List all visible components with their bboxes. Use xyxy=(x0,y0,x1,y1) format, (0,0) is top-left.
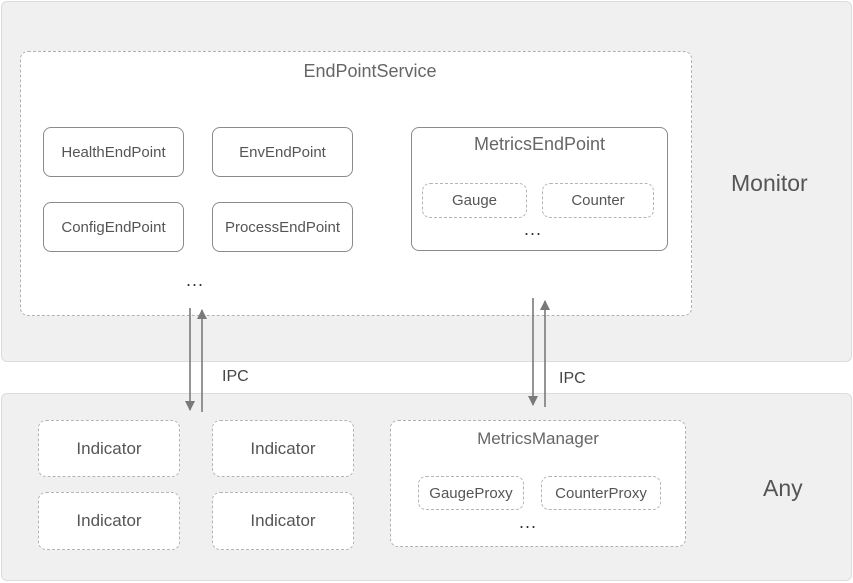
gauge-proxy-label: GaugeProxy xyxy=(429,484,513,502)
indicator-box: Indicator xyxy=(212,420,354,477)
gauge-box: Gauge xyxy=(422,183,527,218)
monitor-label: Monitor xyxy=(731,170,808,196)
endpoint-service-ellipsis: ... xyxy=(186,270,205,290)
health-endpoint-box: HealthEndPoint xyxy=(43,127,184,177)
indicator-box: Indicator xyxy=(38,492,180,550)
endpoint-service-title: EndPointService xyxy=(303,61,437,81)
ipc-label-left: IPC xyxy=(222,368,249,385)
health-endpoint-label: HealthEndPoint xyxy=(61,143,166,161)
any-label: Any xyxy=(763,475,803,501)
gauge-proxy-box: GaugeProxy xyxy=(418,476,524,510)
gauge-label: Gauge xyxy=(451,192,498,209)
counter-proxy-label: CounterProxy xyxy=(555,484,647,502)
counter-label: Counter xyxy=(571,192,625,209)
env-endpoint-box: EnvEndPoint xyxy=(212,127,353,177)
ipc-label-right: IPC xyxy=(559,370,586,387)
env-endpoint-label: EnvEndPoint xyxy=(239,143,326,161)
metrics-manager-title: MetricsManager xyxy=(477,429,599,448)
process-endpoint-label: ProcessEndPoint xyxy=(224,218,341,236)
config-endpoint-label: ConfigEndPoint xyxy=(61,218,166,236)
indicator-label: Indicator xyxy=(76,511,142,530)
indicator-box: Indicator xyxy=(38,420,180,477)
indicator-label: Indicator xyxy=(250,511,316,530)
indicator-label: Indicator xyxy=(76,438,142,458)
indicator-box: Indicator xyxy=(212,492,354,550)
arrowhead-up-icon xyxy=(540,300,550,310)
arrowhead-up-icon xyxy=(197,309,207,319)
metrics-manager-ellipsis: ... xyxy=(519,512,538,532)
metrics-endpoint-title: MetricsEndPoint xyxy=(473,134,606,154)
process-endpoint-box: ProcessEndPoint xyxy=(212,202,353,252)
counter-box: Counter xyxy=(542,183,654,218)
arrowhead-down-icon xyxy=(528,396,538,406)
counter-proxy-box: CounterProxy xyxy=(541,476,661,510)
arrowhead-down-icon xyxy=(185,401,195,411)
metrics-endpoint-ellipsis: ... xyxy=(524,219,543,239)
config-endpoint-box: ConfigEndPoint xyxy=(43,202,184,252)
indicator-label: Indicator xyxy=(250,438,316,458)
